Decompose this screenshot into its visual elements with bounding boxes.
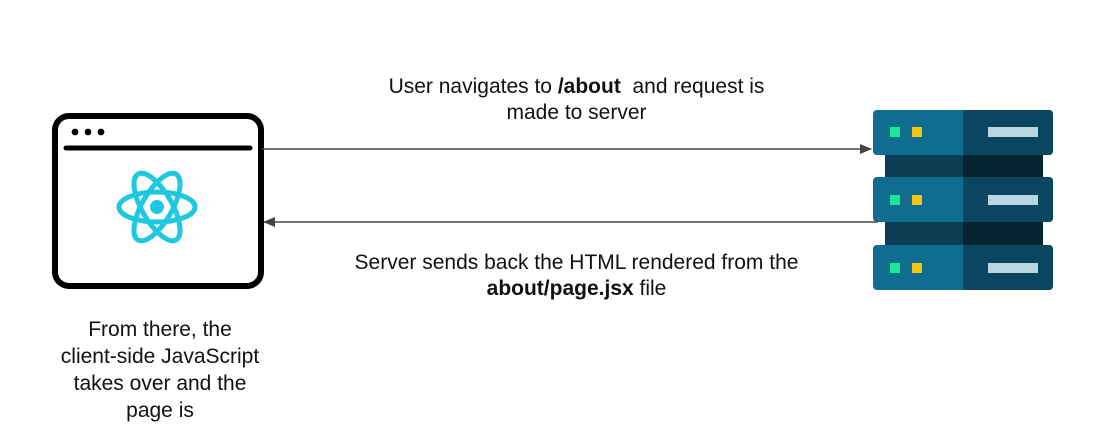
request-text-before: User navigates to — [388, 75, 558, 98]
response-label: Server sends back the HTML rendered from… — [300, 250, 853, 302]
request-response-diagram — [52, 110, 1053, 290]
response-file-suffix: file — [633, 277, 667, 300]
server-rack-icon — [873, 110, 1053, 290]
server-unit-3 — [873, 245, 1053, 290]
server-unit-1 — [873, 110, 1053, 155]
request-line-2: made to server — [506, 101, 647, 124]
server-unit-2 — [873, 177, 1053, 222]
client-note: From there, the client-side JavaScript t… — [30, 316, 290, 424]
client-note-line-4: page is — [126, 399, 194, 422]
client-note-line-1: From there, the — [88, 318, 232, 341]
response-line-1: Server sends back the HTML rendered from… — [354, 251, 799, 274]
request-text-after: and request is — [620, 75, 765, 98]
client-note-line-3: takes over and the — [73, 372, 247, 395]
request-path: /about — [557, 75, 621, 98]
request-label: User navigates to /about and request is … — [300, 74, 853, 126]
client-note-line-2: client-side JavaScript — [60, 345, 260, 368]
response-file: about/page.jsx — [486, 277, 634, 300]
